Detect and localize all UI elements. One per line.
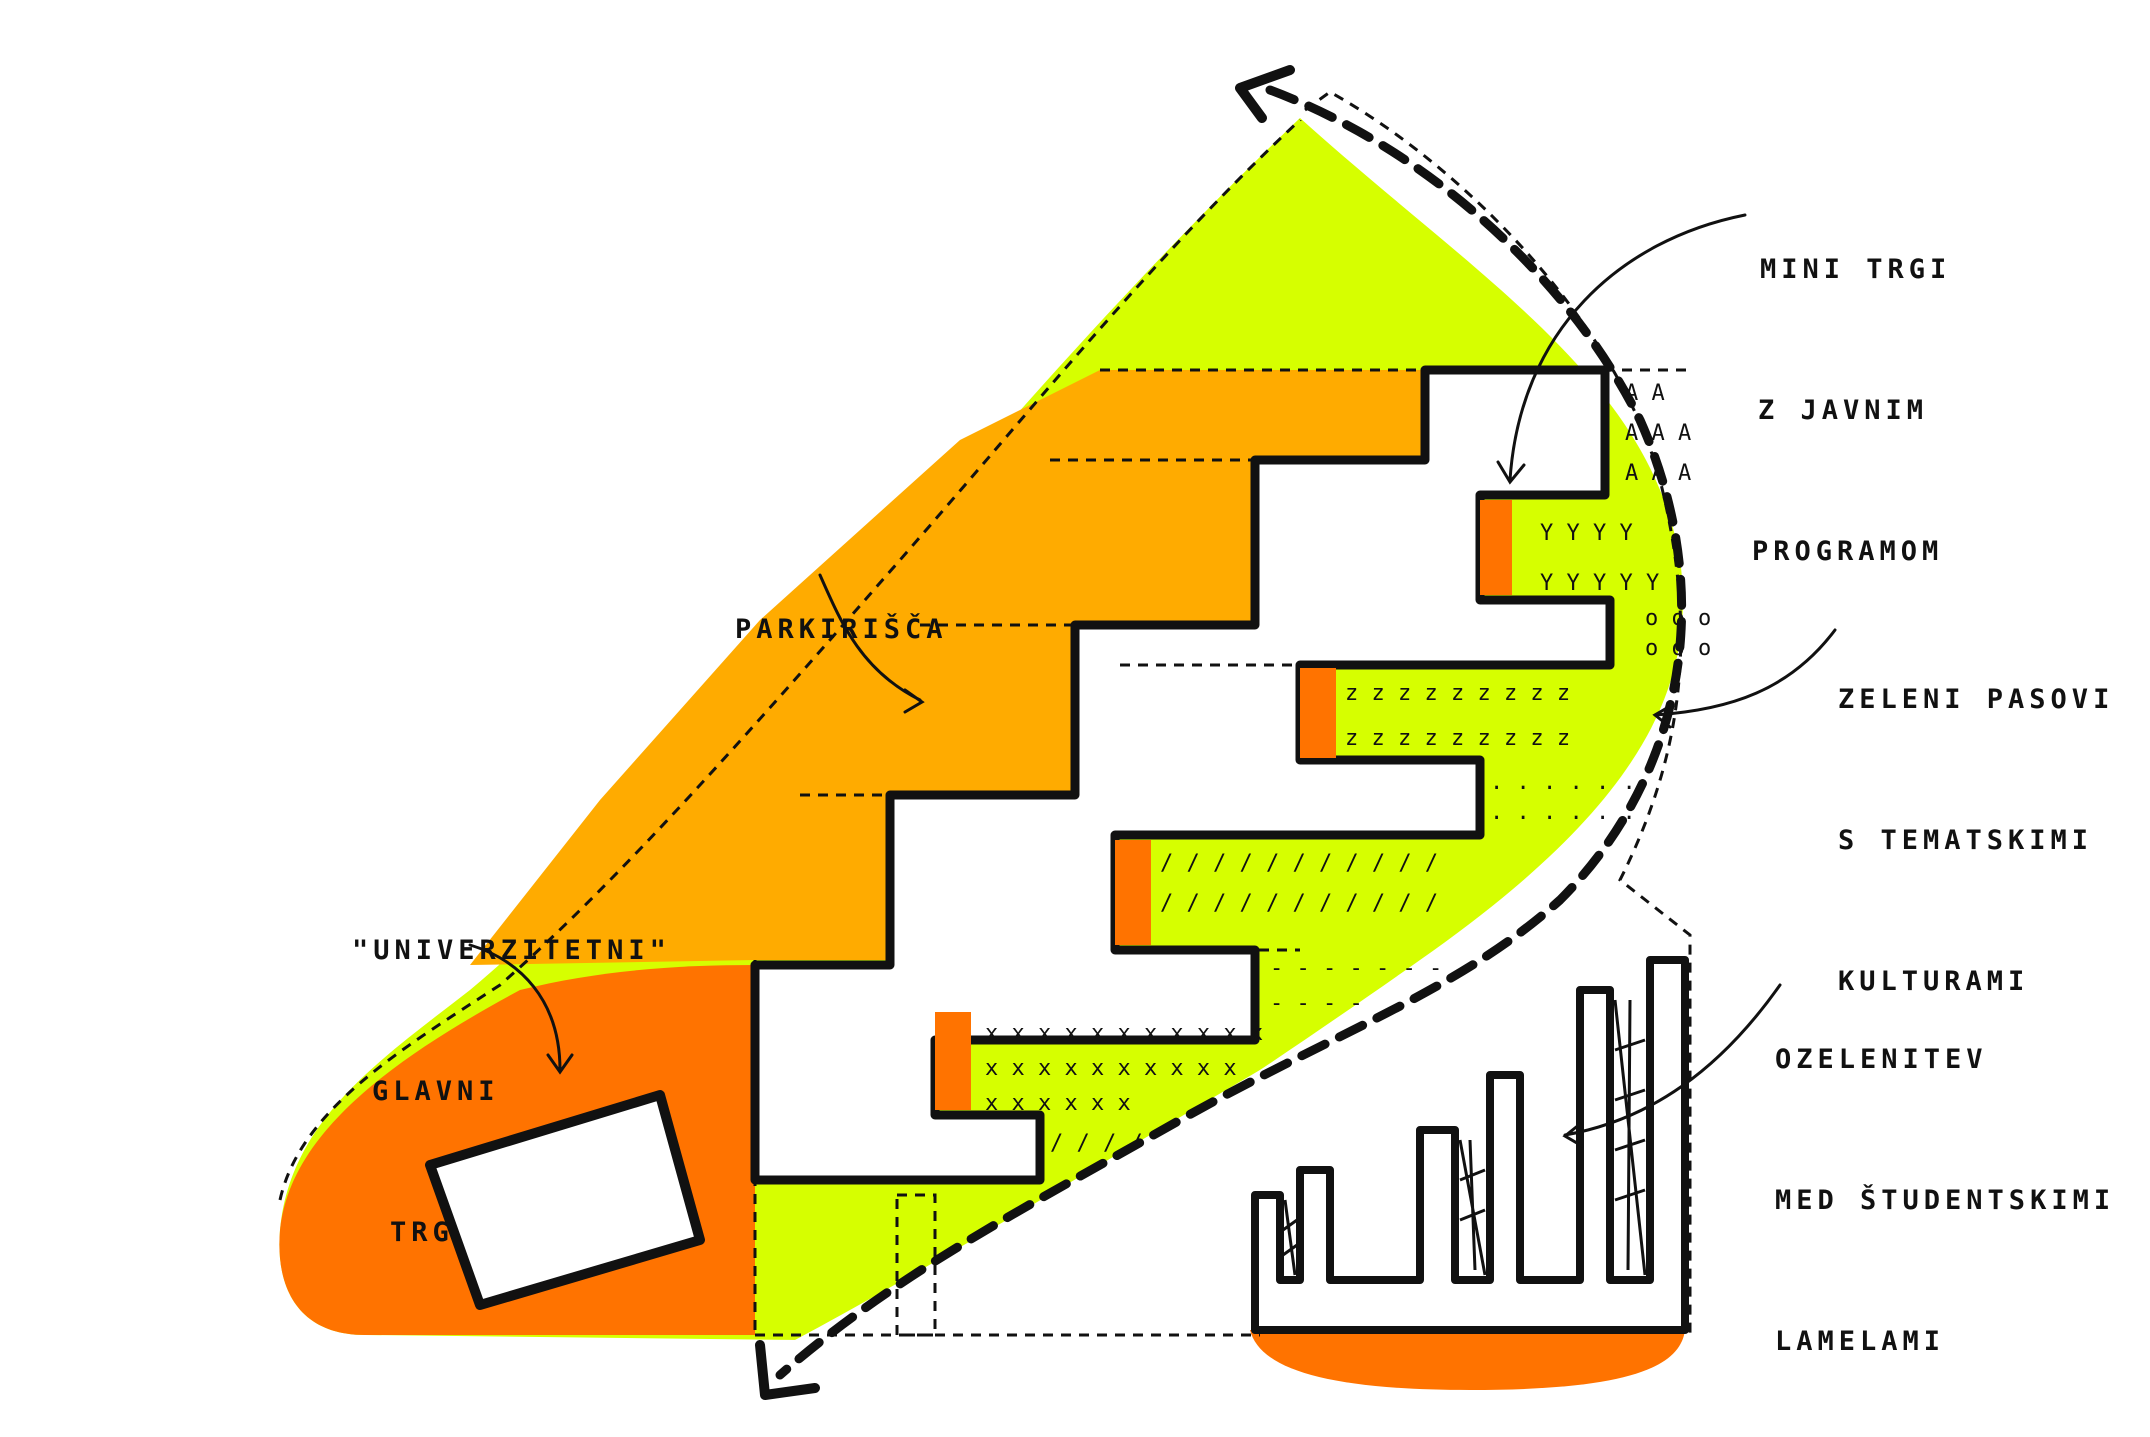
label-lamellas-line-3: LAMELAMI xyxy=(1775,1326,1946,1357)
route-arrow-bottom xyxy=(755,1340,820,1400)
route-arrow-top xyxy=(1235,65,1295,123)
label-mini-squares: MINI TRGI Z JAVNIM PROGRAMOM xyxy=(1752,152,1951,622)
label-lamellas-line-2: MED ŠTUDENTSKIMI xyxy=(1775,1185,2116,1216)
label-green-strips-line-2: S TEMATSKIMI xyxy=(1838,825,2094,856)
circulation-route xyxy=(775,85,1686,1380)
svg-text:/ / / / / / / / / / /: / / / / / / / / / / / xyxy=(1160,891,1438,916)
svg-text:Y Y Y Y Y: Y Y Y Y Y xyxy=(1540,571,1659,596)
svg-text:z z z z z z z z z: z z z z z z z z z xyxy=(1345,726,1570,751)
svg-text:A A A: A A A xyxy=(1625,421,1691,446)
label-parking: PARKIRIŠČA xyxy=(735,512,948,700)
svg-text:· · · · · ·: · · · · · · xyxy=(1490,776,1636,801)
diagonal-path-strip xyxy=(795,904,1660,1345)
label-lamellas: OZELENITEV MED ŠTUDENTSKIMI LAMELAMI xyxy=(1775,942,2115,1412)
leader-lamellas xyxy=(1562,983,1782,1148)
svg-text:z z z z z z z z z: z z z z z z z z z xyxy=(1345,681,1570,706)
leader-mini-squares xyxy=(1496,213,1747,485)
svg-text:Y Y Y Y: Y Y Y Y xyxy=(1540,521,1633,546)
mini-square-3 xyxy=(1115,840,1151,945)
mini-square-1 xyxy=(1480,500,1512,595)
label-green-strips: ZELENI PASOVI S TEMATSKIMI KULTURAMI xyxy=(1838,582,2114,1052)
label-main-square-line-1: "UNIVERZITETNI" xyxy=(352,935,671,966)
svg-text:· · · · · ·: · · · · · · xyxy=(1490,806,1636,831)
label-mini-squares-line-1: MINI TRGI xyxy=(1760,254,1952,285)
label-green-strips-line-3: KULTURAMI xyxy=(1838,966,2030,997)
svg-text:x x x x x x x x x x: x x x x x x x x x x xyxy=(985,1056,1237,1081)
label-mini-squares-line-3: PROGRAMOM xyxy=(1752,536,1944,567)
student-lamellas xyxy=(1251,956,1689,1334)
mini-square-4 xyxy=(935,1012,971,1110)
site-boundary-dashed xyxy=(278,90,1692,1335)
parking-area xyxy=(470,370,1425,965)
building-terraces xyxy=(750,365,1615,1185)
svg-text:x x x x x x x x x x x: x x x x x x x x x x x xyxy=(985,1021,1263,1046)
label-parking-text: PARKIRIŠČA xyxy=(735,614,948,645)
label-mini-squares-line-2: Z JAVNIM xyxy=(1758,395,1929,426)
lamella-base xyxy=(1250,1330,1685,1390)
label-lamellas-line-1: OZELENITEV xyxy=(1775,1044,1988,1075)
main-square-building xyxy=(425,1090,705,1310)
label-main-square: "UNIVERZITETNI" GLAVNI TRG xyxy=(352,833,671,1303)
mini-square-2 xyxy=(1300,668,1336,758)
leader-green-strips xyxy=(1652,628,1837,729)
label-main-square-line-2: GLAVNI xyxy=(372,1076,500,1107)
svg-text:/ / / / / / / / / / /: / / / / / / / / / / / xyxy=(1160,851,1438,876)
lamella-greenery-hatch xyxy=(1282,999,1647,1276)
label-green-strips-line-1: ZELENI PASOVI xyxy=(1838,684,2115,715)
terrace-boundary-dashed xyxy=(753,368,1690,1337)
label-main-square-line-3: TRG xyxy=(390,1217,454,1248)
svg-text:x x x x x x: x x x x x x xyxy=(985,1091,1131,1116)
leader-parking xyxy=(818,573,925,714)
leader-arrows xyxy=(468,213,1837,1148)
green-strips-pattern: A A A A A A A A Y Y Y Y Y Y Y Y Y o o o … xyxy=(985,381,1711,1156)
leader-main-square xyxy=(468,943,574,1075)
